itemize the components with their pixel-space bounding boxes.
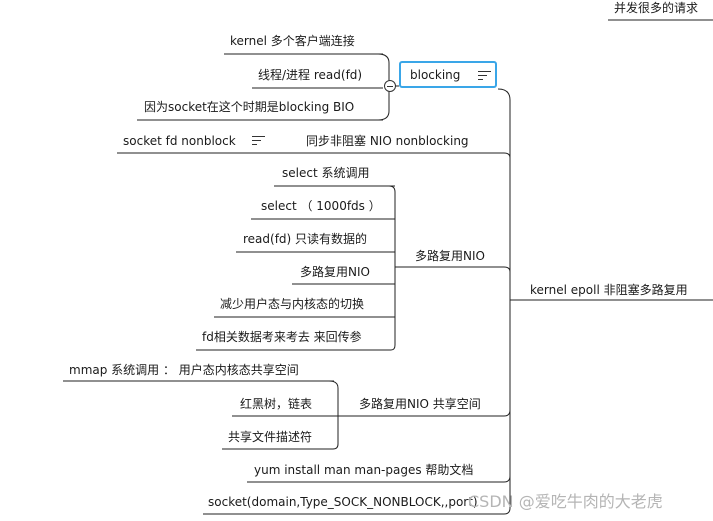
corner-note: 并发很多的请求 (614, 1, 699, 15)
yum-underline (247, 475, 511, 483)
multiplex-child-1[interactable]: select 系统调用 (282, 166, 370, 180)
main-spine (497, 88, 512, 515)
multiplex-underline (395, 266, 511, 273)
multiplex-child-2[interactable]: select （ 1000fds ） (261, 199, 381, 213)
blocking-child-1[interactable]: kernel 多个客户端连接 (230, 34, 355, 48)
shared-child-1[interactable]: mmap 系统调用 ： 用户态内核态共享空间 (69, 363, 299, 377)
shared-topic[interactable]: 多路复用NIO 共享空间 (359, 397, 481, 411)
blocking-topic-label: blocking (410, 68, 461, 82)
multiplex-bracket (388, 185, 396, 345)
multiplex-child-6[interactable]: fd相关数据考来考去 来回传参 (202, 330, 362, 344)
nonblocking-child[interactable]: socket fd nonblock (123, 134, 236, 148)
blocking-child-2[interactable]: 线程/进程 read(fd) (258, 68, 363, 82)
collapse-toggle-button[interactable] (384, 80, 396, 92)
socket-call-topic[interactable]: socket(domain,Type_SOCK_NONBLOCK,,port) (208, 495, 478, 509)
multiplex-child-5[interactable]: 减少用户态与内核态的切换 (220, 297, 365, 311)
multiplex-child-4[interactable]: 多路复用NIO (300, 265, 370, 279)
multiplex-child-line-6 (196, 344, 396, 351)
shared-underline (338, 409, 511, 417)
shared-child-line-3 (222, 443, 339, 450)
multiplex-child-3[interactable]: read(fd) 只读有数据的 (243, 232, 368, 246)
blocking-child-3[interactable]: 因为socket在这个时期是blocking BIO (144, 100, 355, 114)
yum-topic[interactable]: yum install man man-pages 帮助文档 (254, 463, 474, 477)
root-topic[interactable]: kernel epoll 非阻塞多路复用 (530, 283, 688, 297)
notes-icon[interactable] (478, 71, 491, 80)
shared-child-3[interactable]: 共享文件描述符 (228, 430, 313, 444)
shared-bracket (328, 380, 339, 444)
nonblocking-topic[interactable]: 同步非阻塞 NIO nonblocking (306, 134, 469, 148)
shared-child-2[interactable]: 红黑树，链表 (240, 397, 313, 411)
multiplex-topic[interactable]: 多路复用NIO (415, 249, 485, 263)
nonblocking-underline (117, 152, 511, 159)
notes-icon[interactable] (252, 136, 265, 145)
watermark: CSDN @爱吃牛肉的大老虎 (468, 492, 663, 511)
blocking-topic-box[interactable]: blocking (399, 61, 497, 88)
